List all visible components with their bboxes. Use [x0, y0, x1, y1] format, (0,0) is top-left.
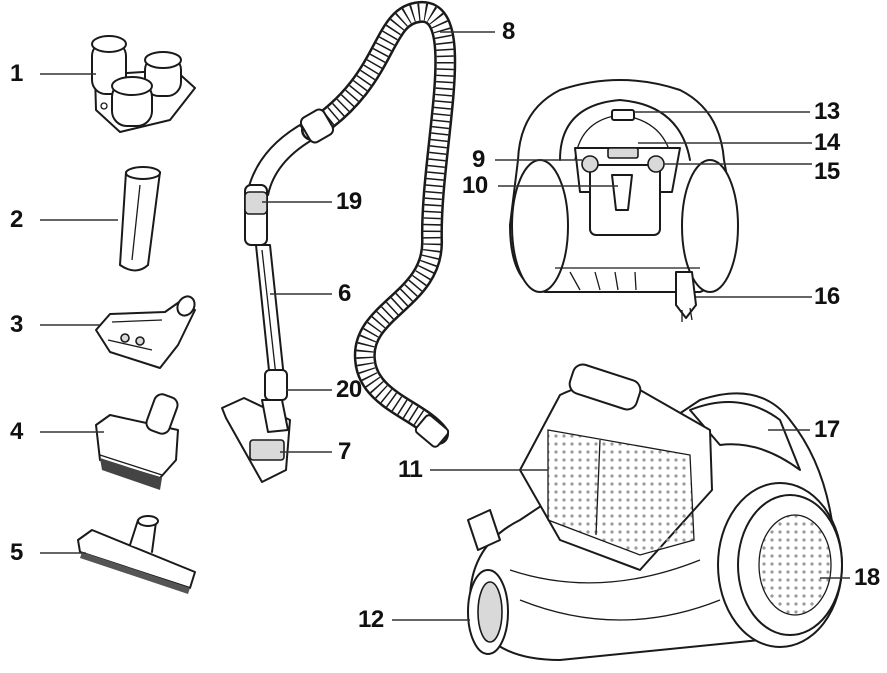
- part-3-turbo-brush: [95, 295, 196, 369]
- label-6: 6: [338, 280, 351, 307]
- label-2: 2: [10, 206, 23, 233]
- label-16: 16: [814, 283, 840, 310]
- part-2-crevice-tool: [119, 166, 161, 272]
- label-7: 7: [338, 438, 351, 465]
- part-5-floor-brush: [77, 515, 196, 594]
- label-14: 14: [814, 129, 840, 156]
- label-12: 12: [358, 606, 384, 633]
- part-19-handle-control: [244, 191, 268, 215]
- part-6-telescopic-tube: [244, 124, 313, 381]
- rear-view-unit: [509, 79, 739, 322]
- label-20: 20: [336, 376, 362, 403]
- part-7-floor-nozzle: [221, 397, 291, 483]
- label-5: 5: [10, 539, 23, 566]
- label-18: 18: [854, 564, 880, 591]
- label-15: 15: [814, 158, 840, 185]
- part-8-hose: [299, 1, 457, 448]
- leader-lines: [40, 31, 850, 621]
- label-10: 10: [462, 172, 488, 199]
- part-1-accessory-holder: [91, 35, 196, 133]
- label-9: 9: [472, 146, 485, 173]
- label-11: 11: [398, 456, 423, 483]
- label-17: 17: [814, 416, 840, 443]
- main-unit: [467, 363, 843, 661]
- label-13: 13: [814, 98, 840, 125]
- label-3: 3: [10, 311, 23, 338]
- part-4-dusting-brush: [95, 393, 179, 490]
- label-4: 4: [10, 418, 23, 445]
- part-20-tube-joint: [264, 369, 288, 401]
- label-19: 19: [336, 188, 362, 215]
- label-1: 1: [10, 60, 23, 87]
- label-8: 8: [502, 18, 515, 45]
